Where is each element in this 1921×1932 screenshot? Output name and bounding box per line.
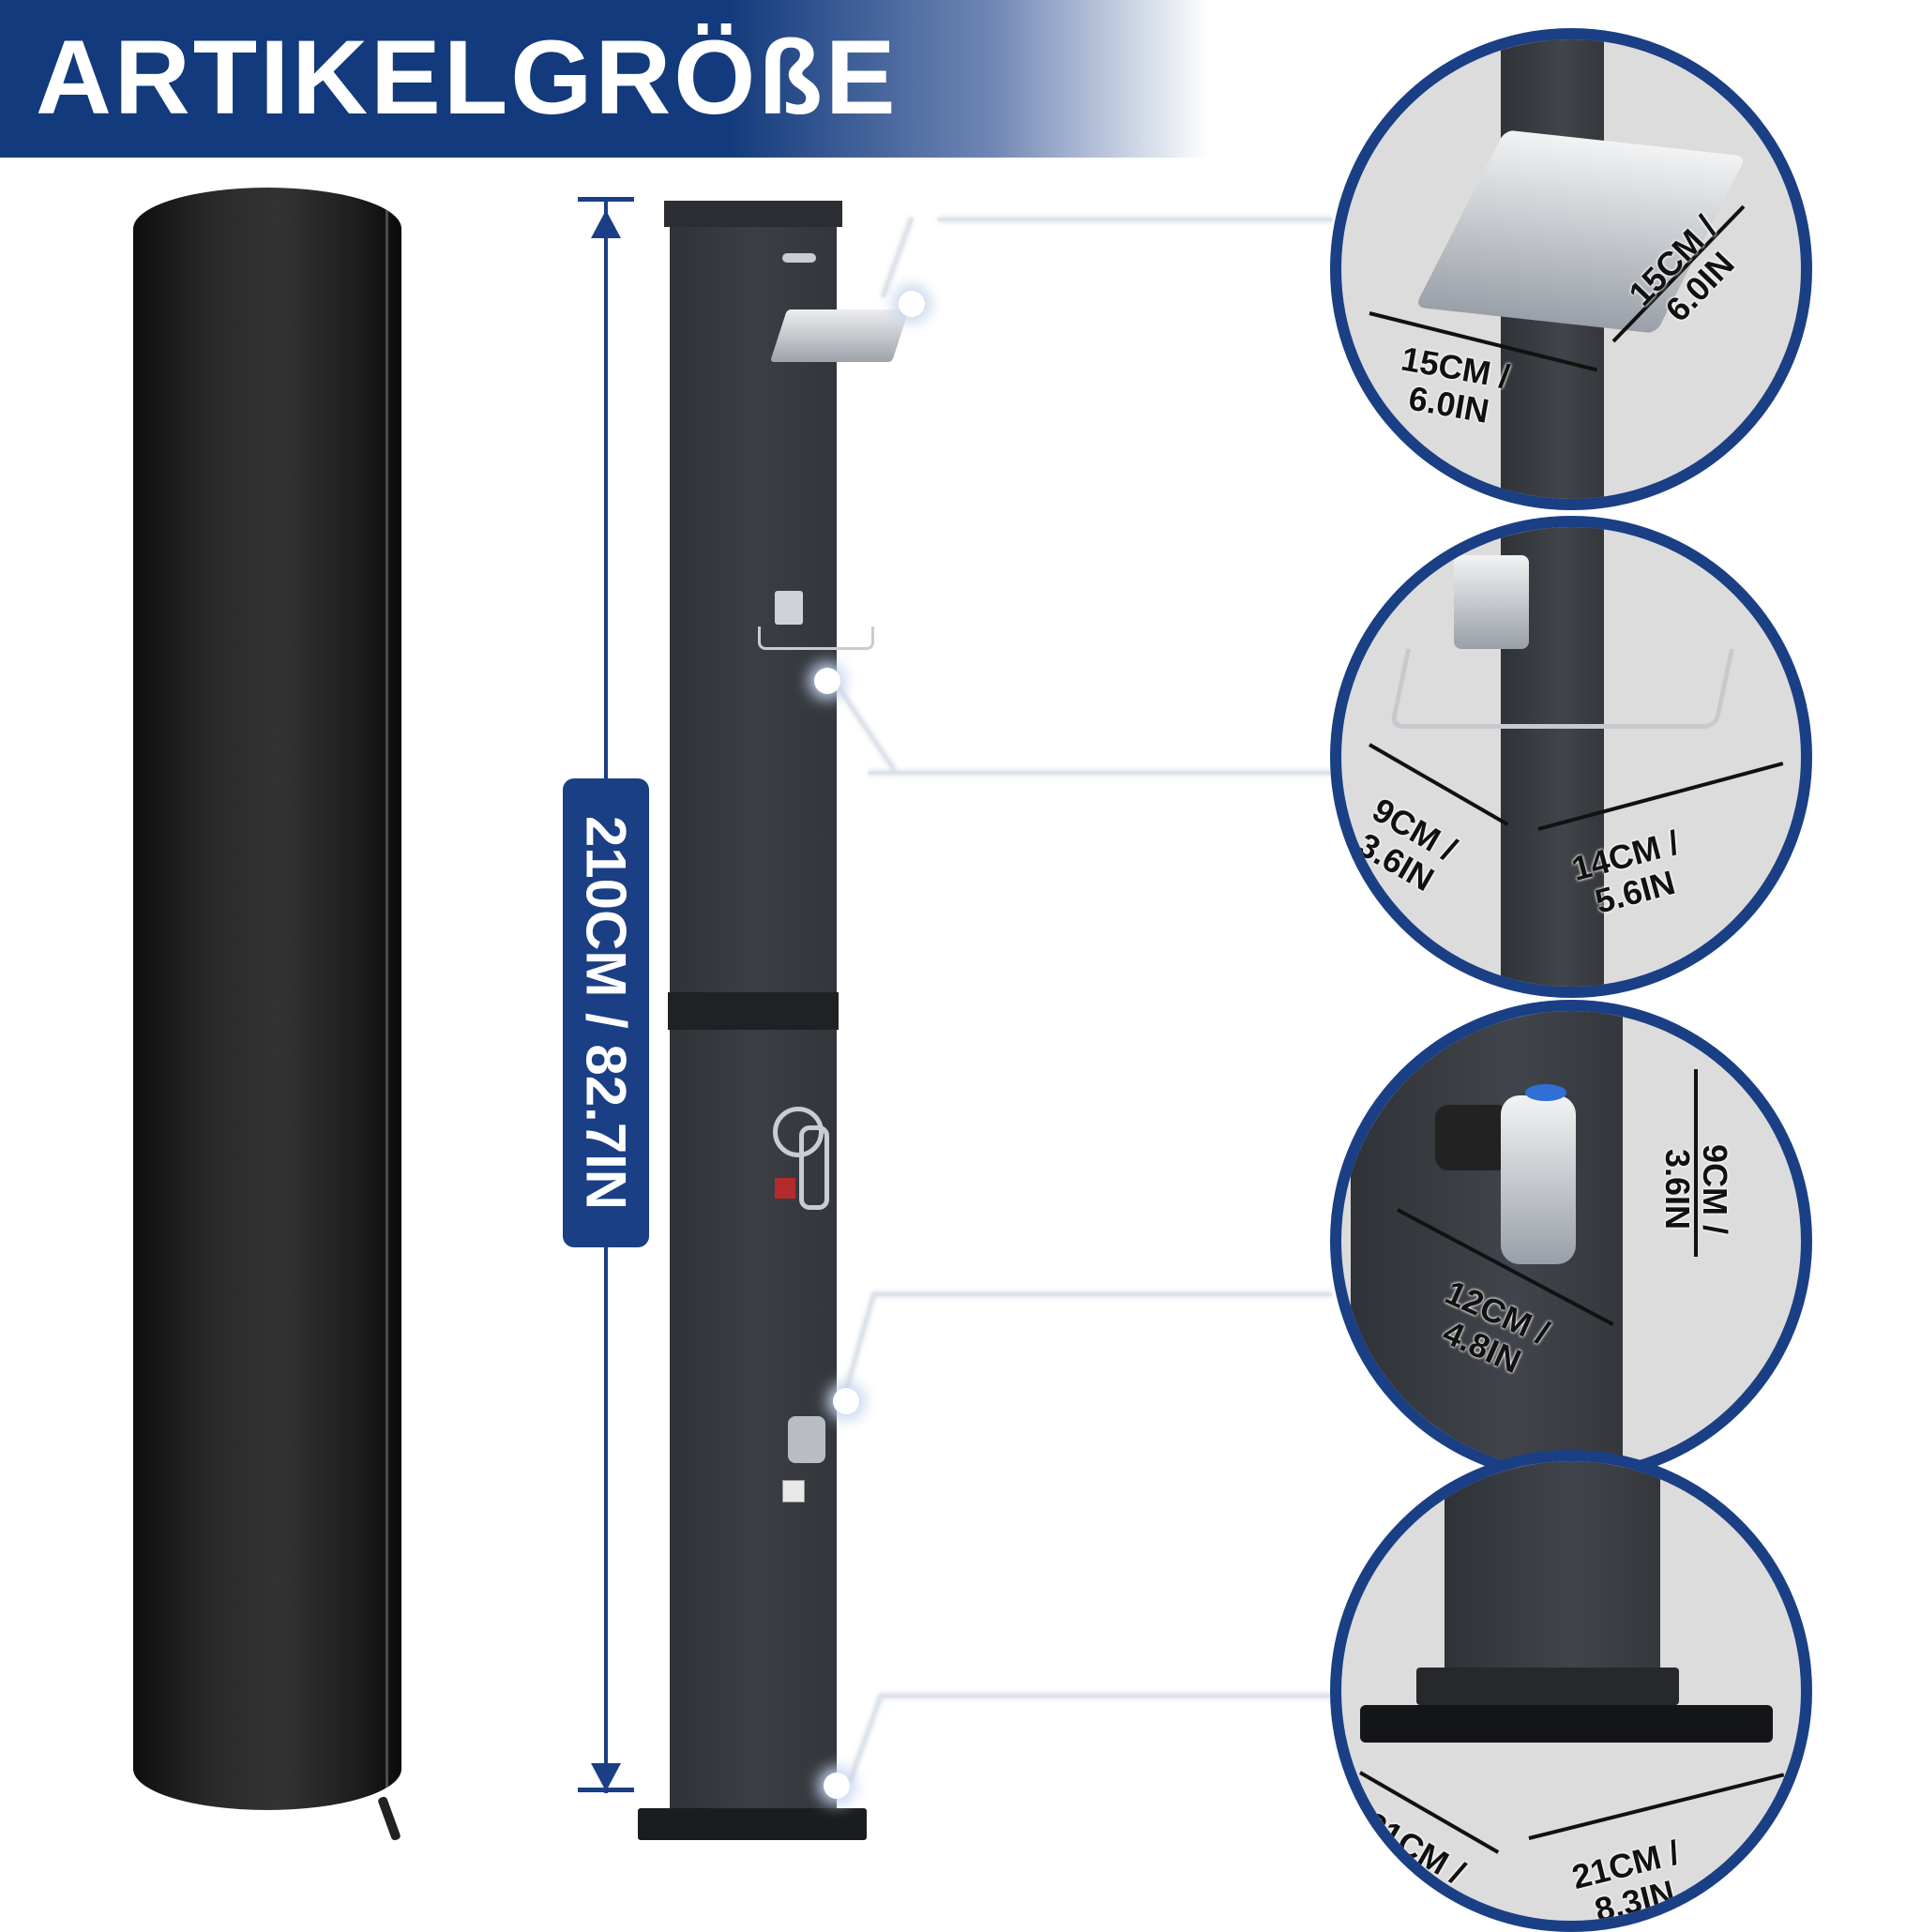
connector-line — [835, 683, 897, 772]
connector-line — [847, 1693, 884, 1783]
connector-line — [882, 1694, 1332, 1698]
page-title: ARTIKELGRÖßE — [36, 19, 899, 136]
arrow-up-icon — [591, 210, 621, 238]
connector-line — [938, 218, 1332, 221]
pole-section — [1445, 1461, 1660, 1668]
pole-joint — [668, 992, 839, 1030]
callout-dot — [833, 1388, 859, 1414]
pole-base — [638, 1808, 867, 1840]
base-plate-icon — [1360, 1705, 1773, 1743]
height-label: 9CM /3.6IN — [1658, 1143, 1735, 1235]
shower-head-icon — [769, 309, 910, 362]
soap-basket-icon — [1388, 649, 1735, 729]
blue-cap-icon — [1525, 1084, 1566, 1101]
pole-section — [1351, 1011, 1623, 1471]
detail-base-plate: 21CM /8.3IN 21CM /8.3IN — [1330, 1450, 1812, 1932]
dimension-arrow — [1528, 1773, 1785, 1840]
callout-dot — [899, 291, 925, 317]
height-label: 210CM / 82.7IN — [574, 815, 638, 1211]
detail-shower-head: 15CM /6.0IN 15CM /6.0IN — [1330, 28, 1812, 510]
mixer-handle-icon — [799, 1125, 829, 1210]
soap-holder-plate-icon — [775, 591, 803, 625]
connector-line — [841, 1291, 876, 1401]
callout-dot — [824, 1773, 850, 1799]
depth-label: 9CM /3.6IN — [1351, 790, 1464, 899]
adhesive-plate-icon — [1454, 555, 1529, 649]
warning-label-icon — [775, 1178, 795, 1199]
faucet-icon — [1501, 1095, 1576, 1264]
width-label: 15CM /6.0IN — [1398, 339, 1513, 430]
connector-line — [881, 217, 914, 298]
callout-dot — [814, 668, 840, 694]
detail-water-tap: 9CM /3.6IN 12CM /4.8IN — [1330, 1000, 1812, 1482]
base-flange — [1416, 1668, 1679, 1705]
width-label: 21CM /8.3IN — [1567, 1833, 1684, 1930]
height-label-pill — [563, 778, 649, 1247]
cover-zipper — [386, 206, 388, 1791]
detail-soap-tray: 9CM /3.6IN 14CM /5.6IN — [1330, 516, 1812, 998]
shower-arm-icon — [782, 253, 816, 263]
tap-label-icon — [782, 1480, 805, 1502]
connector-line — [874, 1292, 1332, 1296]
protective-cover — [133, 188, 401, 1810]
header-banner: ARTIKELGRÖßE — [0, 0, 1210, 158]
soap-basket-icon — [758, 626, 874, 650]
connector-line — [869, 771, 1332, 775]
pole-top-cap — [664, 201, 842, 227]
zipper-pull-icon — [377, 1795, 401, 1842]
faucet-icon — [788, 1416, 825, 1463]
tap-connector-icon — [1435, 1105, 1510, 1170]
arrow-down-icon — [591, 1763, 621, 1791]
